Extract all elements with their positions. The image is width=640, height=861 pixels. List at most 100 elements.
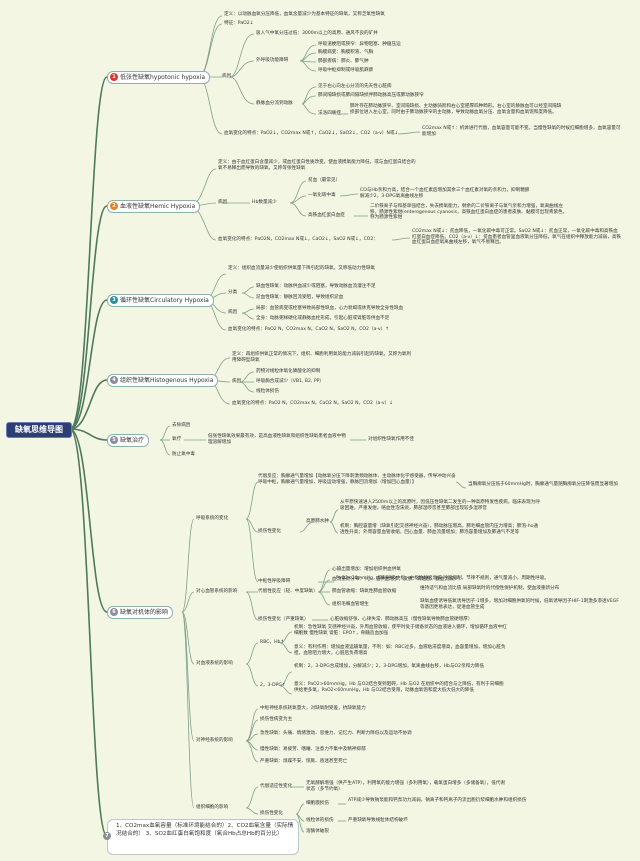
node-treatment-item[interactable]: 氧疗 [172,437,182,442]
node-venous[interactable]: 静脉血分流到动脉 [256,101,293,106]
node-type[interactable]: 分类 [228,290,238,295]
node-cause[interactable]: 病因 [218,200,228,205]
node-gas-change[interactable]: 血氧变化的特点：PaO2 N，CO2max N，CaO2 N，SaO2 N，CO… [232,401,394,406]
node-cause[interactable]: 病因 [232,379,242,384]
node-resp[interactable]: 呼吸系统的变化 [196,516,229,521]
node-hape-text2[interactable]: 机制：胸腔容量增（缺氧引起交感神经兴奋），肺动脉压增高，肺毛细血管内压力增高；肺… [340,524,539,535]
branch-number: 6 [110,608,118,616]
node-ven-item[interactable]: 肺间隔缺损或肺间隔缺损伴肺动脉高压或肺动脉狭窄 [318,93,424,98]
node-blood[interactable]: 对血液系统的影响 [196,661,233,666]
node-cause[interactable]: 病因 [228,310,238,315]
node-feature[interactable]: 特征：PaO2↓ [224,21,254,26]
node-inhaled[interactable]: 吸入气中氧分压过低：3000m以上的高原、通风不良的矿井 [256,31,378,36]
node-gas-change[interactable]: 血氧变化的特点：PaO2↓，CO2max N或↑，CaO2↓，SaO2↓，CO2… [224,131,399,136]
node-cns-item[interactable]: 慢性缺氧：易疲劳、嗜睡、注意力不集中及精神抑郁 [260,747,366,752]
node-external[interactable]: 外呼吸功能障碍 [256,58,289,63]
node-cns-item[interactable]: 损伤性病变为主 [260,717,293,722]
branch-title: 血液性缺氧Hemic Hypoxia [120,203,196,210]
branch-title: 缺氧治疗 [120,437,145,444]
node-ext-item[interactable]: 胸膜病变：胸膜积液、气胸 [318,50,374,55]
node-cardio-item[interactable]: 肺血管收缩：缺氧性肺血管收缩 [332,589,397,594]
node-cns[interactable]: 对神经系统的影响 [196,738,233,743]
node-cause-item[interactable]: 呼吸酶合成减少（VB1, B2, PP） [256,379,325,384]
node-cns-item[interactable]: 中枢神经系统耗氧量大，对缺氧耐受差，抗缺氧能力 [260,706,366,711]
node-dpg[interactable]: 2，3-DPG↑ [260,683,286,688]
node-definition[interactable]: 定义：由于血红蛋白含量减少，或血红蛋白性质改变，使血液携氧能力降低，或与血红蛋白… [218,160,416,171]
node-definition[interactable]: 定义：组织血流量减少使组织供氧量下降引起的缺氧，又称低动力性缺氧 [228,266,376,271]
node-hape[interactable]: 高原肺水肿 [306,519,329,524]
node-oxy-text[interactable]: 低张性缺氧效果最有效，是高血液性缺氧和组织性缺氧患者血液中物理溶解增加 [208,434,346,445]
node-gas-note[interactable]: CO2max N或↑：机体进行代偿，血氧容量可能不变。当慢性缺氧的时候红细胞增多… [422,126,621,137]
node-resp-comp-note[interactable]: 当胸廓氧分压低于60mmHg时，胸廓通气量随胸廓氧分压降低而显著增加 [468,482,618,487]
node-resp-loss[interactable]: 损伤性变化 [258,529,281,534]
node-cause-item[interactable]: 药物对线粒体氧化磷酸化的抑制 [256,369,321,374]
node-tissue-comp[interactable]: 代偿适应性变化 [260,784,293,789]
node-membrane-text[interactable]: ATP减少导致钠泵能和钙泵功力减弱，钠离子和钙离子内流出胞衍浆细胞水肿和组织损伤 [348,798,527,803]
node-cns-item[interactable]: 急性缺氧：头痛、情绪激动、思维力、记忆力、判断力降低以及运动不协调 [260,731,412,736]
node-cns-item[interactable]: 严重缺氧：烦躁不安、惊厥、昏迷甚至死亡 [260,759,348,764]
node-oxy-note[interactable]: 对组织性缺氧作用不佳 [368,437,414,442]
node-cardio-note[interactable]: 维持适气和血流比值 局部缺氧时的代偿性保护机制，使血液重新分布 [420,586,560,591]
node-shunt[interactable]: 法洛四联症 [318,111,341,116]
node-rbc[interactable]: RBC，Hb↑ [260,640,285,645]
node-gas-change[interactable]: 血氧变化的特点：PaO2 N，CO2max N，CaO2 N，SaO2 N，CO… [228,327,390,332]
node-cardio-comp[interactable]: 代偿性反应（轻、中度缺氧） [258,589,318,594]
node-definition[interactable]: 定义：再组织供氧正常的情况下，组织、细胞利用氧的能力减弱引起的缺氧，又称为氧利用… [232,352,412,363]
node-ext-item[interactable]: 呼吸道梗阻或狭窄：异物阻塞、肿瘤压迫 [318,42,401,47]
node-definition[interactable]: 定义：以动脉血氧分压降低，血氧含量减少为基本特征的缺氧，又称乏氧性缺氧 [224,12,385,17]
node-shunt-text[interactable]: 肺叶存在肺动脉狭窄、室间隔缺损、主动脉骑跨和右心室肥厚四种畸形。右心室的静脉血可… [350,104,562,115]
central-topic[interactable]: 缺氧思维导图 [6,422,72,438]
node-ext-item[interactable]: 肺部疾病：肺炎、肺气肿 [318,59,369,64]
node-central[interactable]: 中枢性呼吸障碍 [258,579,291,584]
node-dpg-text1[interactable]: 机制：2，3-DPG合成增加，分解减少；2，3-DPG增加，氧离曲线右移，Hb与… [294,664,485,669]
branch-title: 组织性缺氧Histogenous Hypoxia [120,377,214,384]
node-treatment-item[interactable]: 防止氧中毒 [172,452,195,457]
node-cause-item[interactable]: 局部：血管病变或栓塞导致局部性缺血，心力衰竭或休克导致全身性缺血 [256,306,404,311]
node-co[interactable]: 一氧化碳中毒 [308,193,336,198]
node-cardio-item[interactable]: 血流重新分布：（心、脑供血增多，皮肤、骨骼肌、腹血流减少） [332,577,463,582]
node-central-text[interactable]: PaO2<30mmHg，抑制呼吸中枢—中枢性呼吸衰竭 呼吸抑制，节律不规则，通气… [336,576,549,581]
node-gas-note[interactable]: CO2max N或↓：贫血降低，一氧化碳中毒可正常。SaO2 N或↓：贫血正常，… [412,229,622,246]
node-type-item[interactable]: 缺血性缺氧：动脉供血减少或阻塞，导致动脉血流灌注不足 [256,284,376,289]
node-cardio[interactable]: 对心血管系统的影响 [196,589,238,594]
node-met-text[interactable]: 二价铁离子与和基单强结合，失去携氧能力，剩余的二价铁离子与氧气亲和力增强，氧离曲… [370,204,568,221]
node-hape-text1[interactable]: 从平原快速进入2500m以上的高原时，因低压性缺氧二发生的一种高原特发性疾病，临… [340,500,540,511]
node-tissue-loss[interactable]: 损伤性变化 [260,811,283,816]
node-membrane[interactable]: 细胞膜损伤 [306,801,329,806]
node-cause[interactable]: 病因 [222,74,232,79]
node-ven-item[interactable]: 见于右心向左心分流的先天性心脏病 [318,84,392,89]
node-gas-change[interactable]: 血氧变化的特点：PaO2N，CO2max N或↓，CaO2↓，SaO2 N或↓，… [218,237,378,242]
node-hb[interactable]: Hb数量减少 [252,200,277,205]
node-anemia[interactable]: 贫血（最常见） [308,178,341,183]
node-ext-item[interactable]: 呼吸中枢抑制或呼吸肌麻痹 [318,68,374,73]
node-lyso[interactable]: 溶酶体破裂 [306,829,329,834]
node-cardio-note[interactable]: 缺氧血使诱导低氧诱导因子-1增多，增加对细胞供氧的时候，低氧诱导因子HIF-1刺… [420,599,619,610]
branch-number: 2 [110,202,118,210]
node-tissue-comp-text[interactable]: 无氧酵解增强（供产生ATP），利用氧的能力增强（多利用氧），载氧蛋白增多（多储备… [306,781,505,792]
node-rbc-text1[interactable]: 机制：急性缺氧 交感神经兴奋，外周血管收缩，使平时处于储备状态的血液进入循环，增… [294,625,507,636]
node-treatment-item[interactable]: 去除病因 [172,423,191,428]
node-met[interactable]: 高铁血红蛋白血症 [308,213,345,218]
node-cardio-loss[interactable]: 损伤性变化（严重缺氧） [258,617,309,622]
node-dpg-text2[interactable]: 意义：PaO2>60mmHg，Hb 与O2结合受到阻碍，Hb 与O2 在组织中的… [294,682,504,693]
node-tissue[interactable]: 组织细胞的影响 [196,805,229,810]
node-cardio-loss-text[interactable]: 心脏收缩舒张、心律失常、肺动脉高压（慢性缺氧导致肺血管硬增厚） [330,617,473,622]
node-cause-item[interactable]: 全身：动脉粥样硬化或静脉血栓形成，引起心脏或肾脏等供血不足 [256,316,390,321]
node-cardio-item[interactable]: 心输出量增加：增加组织供血供氧 [332,567,401,572]
node-type-item[interactable]: 淤血性缺氧：静脉回流受阻，导致组织淤血 [256,295,344,300]
node-resp-comp[interactable]: 代偿反应：胸廓通气量增加【动脉氧分压下降刺激颈动脉体、主动脉体化学感受器，传导冲… [258,474,456,485]
node-cardio-item[interactable]: 组织毛细血管增生 [332,602,369,607]
node-co-text[interactable]: CO与Hb亲和力高，结合一个血红素后增加其余三个血红素对氧的亲和力，抑制糖酵解减… [360,188,530,199]
summary-note[interactable]: 7 1、CO2max血氧容量（标准环境能结合的）2、CO2血氧含量（实际情况结合… [103,819,299,855]
branch-title: 循环性缺氧Circulatory Hypoxia [120,297,209,304]
node-cause-item[interactable]: 线粒体损伤 [256,389,279,394]
node-mito[interactable]: 线粒体的损伤 [306,818,334,823]
node-rbc-text2[interactable]: 意义：有利作用：增加血液运输氧量，不利：如：RBC过多，血液粘滞度增高，血容量增… [294,645,506,656]
node-mito-text[interactable]: 严重缺氧导致线粒体结构破坏 [348,818,408,823]
